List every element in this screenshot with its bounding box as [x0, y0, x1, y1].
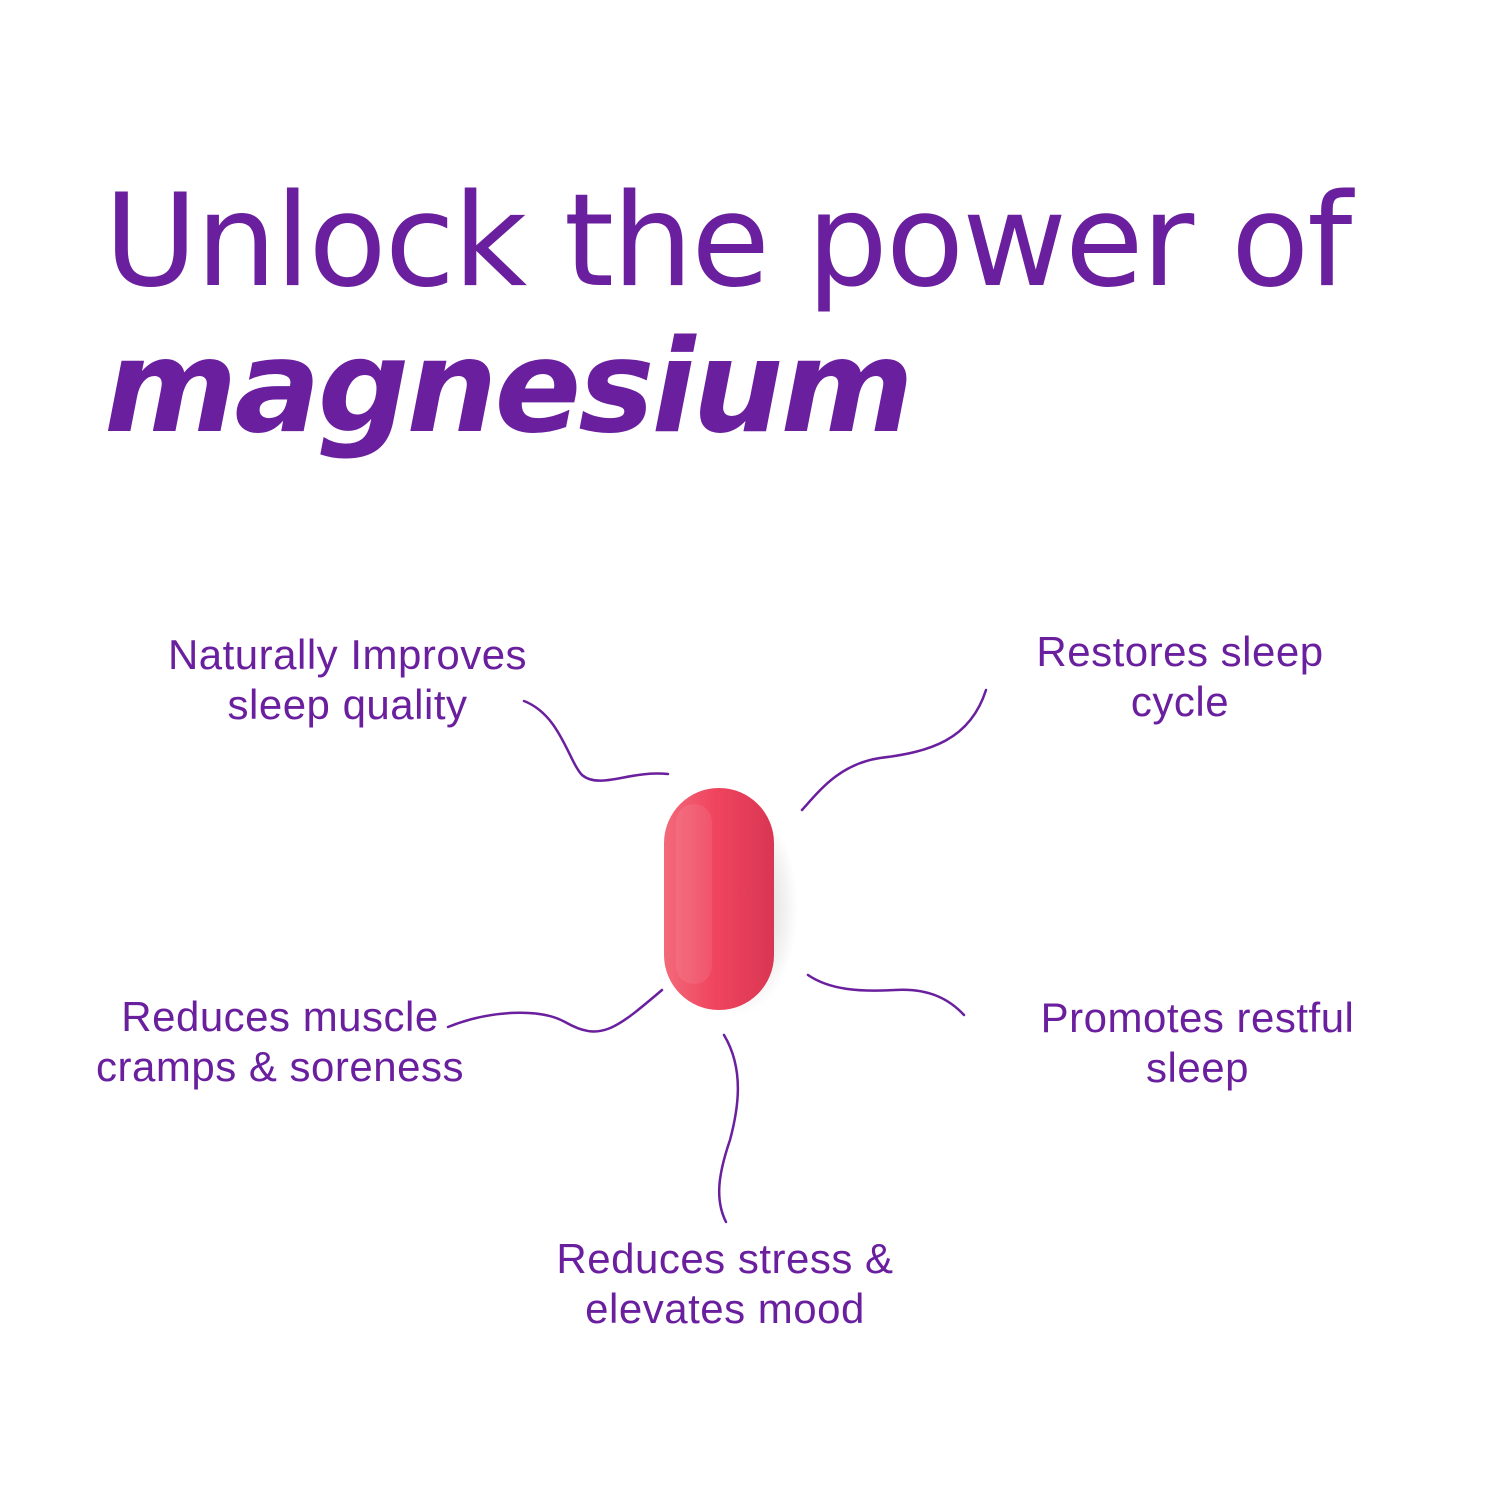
connector-sleep-quality — [522, 699, 670, 782]
benefit-muscle-cramps: Reduces muscle cramps & soreness — [70, 992, 490, 1092]
benefit-restful-sleep-line-2: sleep — [1146, 1044, 1249, 1091]
benefit-sleep-quality-line-2: sleep quality — [227, 681, 468, 728]
benefit-stress-mood-line-2: elevates mood — [585, 1285, 865, 1332]
benefit-restful-sleep-line-1: Promotes restful — [1040, 994, 1355, 1041]
connector-stress — [717, 1033, 740, 1224]
benefit-muscle-cramps-line-2: cramps & soreness — [96, 1043, 464, 1090]
headline-line-2: magnesium — [104, 313, 914, 462]
headline: Unlock the power of magnesium — [104, 167, 1352, 462]
headline-line-1: Unlock the power of — [104, 167, 1352, 316]
benefit-muscle-cramps-line-1: Reduces muscle — [121, 993, 439, 1040]
magnesium-pill-image — [640, 770, 820, 1020]
benefit-restful-sleep: Promotes restful sleep — [1015, 993, 1380, 1093]
benefit-sleep-cycle-line-1: Restores sleep — [1036, 628, 1324, 675]
benefit-sleep-quality: Naturally Improves sleep quality — [150, 630, 545, 730]
connector-restful — [806, 973, 966, 1017]
connector-sleep-cycle — [800, 688, 988, 812]
benefit-sleep-cycle: Restores sleep cycle — [1015, 627, 1345, 727]
benefit-sleep-quality-line-1: Naturally Improves — [167, 631, 528, 678]
benefit-sleep-cycle-line-2: cycle — [1130, 678, 1230, 725]
benefit-stress-mood: Reduces stress & elevates mood — [530, 1234, 920, 1334]
benefit-stress-mood-line-1: Reduces stress & — [556, 1235, 894, 1282]
